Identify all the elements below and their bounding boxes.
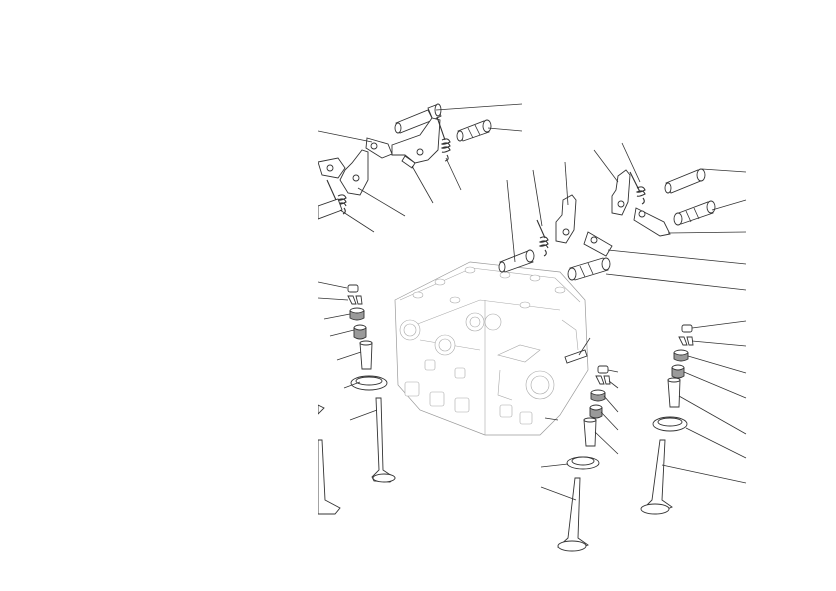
rocker-arm-group-right	[611, 168, 716, 237]
rocker-arm	[611, 169, 631, 216]
valve-stack-right	[640, 324, 694, 515]
valve-keeper	[595, 375, 611, 385]
valve-guide	[583, 417, 597, 447]
rocker-arm-group-center	[498, 194, 613, 281]
valve-guide	[359, 340, 373, 370]
rocker-shaft-pin	[456, 119, 492, 142]
valve-keeper	[347, 295, 363, 305]
rocker-shaft-pin	[567, 257, 611, 281]
finger-follower	[318, 157, 346, 179]
rocker-arm	[339, 149, 369, 196]
valve-seat-ring	[652, 416, 688, 432]
cylinder-head-block	[394, 261, 589, 436]
rocker-shaft-pin	[664, 168, 706, 194]
valve-stack-left	[318, 284, 396, 515]
valve-seat-ring	[566, 456, 600, 470]
valve-stem-seal	[589, 404, 603, 419]
cotter	[597, 365, 609, 374]
cotter	[347, 284, 359, 293]
valve-seat-ring	[350, 375, 388, 391]
valve-spring-retainer	[590, 389, 606, 402]
rocker-shaft-pin	[498, 249, 535, 273]
spring	[436, 116, 451, 162]
spring	[629, 171, 646, 205]
finger-follower	[365, 137, 393, 159]
valve-guide	[667, 377, 681, 408]
rocker-arm-group-top	[365, 103, 492, 169]
valve	[557, 477, 589, 552]
rocker-arm	[391, 117, 441, 169]
spring	[536, 219, 549, 257]
valve-stem-seal	[353, 324, 367, 340]
leader-lines	[318, 103, 747, 501]
valve-spring-retainer	[349, 307, 365, 321]
valve-stack-center	[557, 349, 611, 552]
rocker-shaft-pin	[318, 198, 343, 220]
finger-follower	[583, 231, 613, 257]
rocker-arm	[555, 194, 577, 244]
valve-stem-seal	[671, 364, 685, 379]
finger-follower	[633, 207, 671, 237]
cotter	[681, 324, 693, 333]
stud	[564, 349, 588, 364]
rocker-arm-group-left	[318, 149, 369, 220]
valve	[371, 397, 396, 483]
rocker-shaft-pin	[673, 200, 716, 226]
valve	[640, 439, 673, 515]
valve-spring-retainer	[673, 349, 689, 362]
valve-keeper	[678, 336, 694, 346]
valve-partial	[318, 404, 341, 515]
